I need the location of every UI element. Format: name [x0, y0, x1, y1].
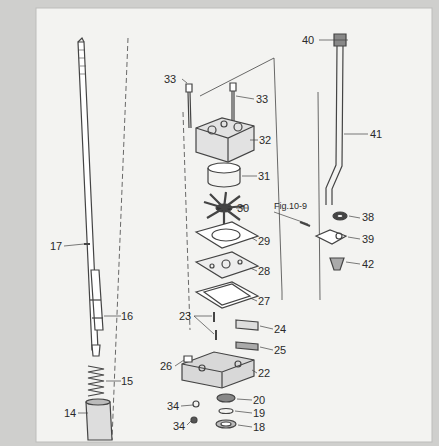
callout-number: 30: [237, 202, 249, 214]
callout-number: 31: [258, 170, 270, 182]
callout-number: 15: [121, 375, 133, 387]
callout-number: 38: [362, 211, 374, 223]
callout-number: 41: [370, 128, 382, 140]
callout-number: 28: [258, 265, 270, 277]
callout-number: 33: [164, 73, 176, 85]
callout-number: 14: [64, 407, 76, 419]
callout-number: 34: [167, 400, 179, 412]
callout-number: 39: [362, 233, 374, 245]
callout-number: 19: [253, 407, 265, 419]
callout-number: 33: [256, 93, 268, 105]
callout-number: 40: [302, 34, 314, 46]
callout-number: 20: [253, 394, 265, 406]
callout-number: 23: [179, 310, 191, 322]
callout-number: 26: [160, 360, 172, 372]
callout-number: 24: [274, 323, 286, 335]
callout-number: 17: [50, 240, 62, 252]
callout-number: 42: [362, 258, 374, 270]
callout-number: 34: [173, 420, 185, 432]
callout-number: 22: [258, 367, 270, 379]
callout-number: 32: [259, 134, 271, 146]
callout-number: 27: [258, 295, 270, 307]
callout-number: 18: [253, 421, 265, 433]
callout-number: 16: [121, 310, 133, 322]
figure-reference: Fig.10-9: [274, 200, 307, 212]
callout-number: 29: [258, 235, 270, 247]
callout-number: 25: [274, 344, 286, 356]
